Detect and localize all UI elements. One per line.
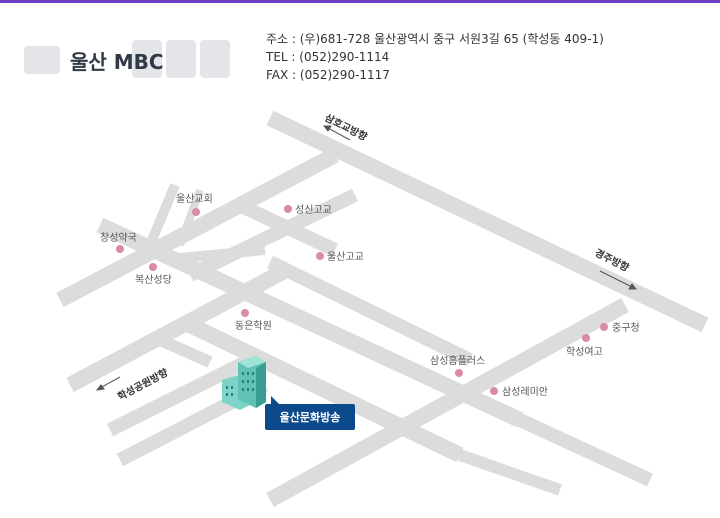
logo-text: 울산 MBC [70,50,164,74]
landmark-ulsan-church: 울산교회 [176,193,213,205]
top-accent-bar [0,0,720,3]
marker-icon [490,387,498,395]
building-icon [222,356,266,410]
road [266,255,474,367]
marker-icon [455,369,463,377]
marker-icon [582,334,590,342]
landmark-ulsan-hs: 울산고교 [327,251,364,263]
marker-icon [149,263,157,271]
destination-label: 울산문화방송 [265,396,355,430]
marker-icon [600,323,608,331]
road [458,449,562,496]
fax-text: FAX : (052)290-1117 [266,68,390,82]
arrow-icon [599,270,633,288]
landmark-boksan-church: 복산성당 [135,274,172,286]
landmark-sungshin-hs: 성신고교 [295,204,332,216]
arrow-head-icon [628,283,638,290]
landmark-samsung-homeplus: 삼성홈플러스 [430,354,485,367]
tel-text: TEL : (052)290-1114 [266,50,390,64]
address-text: 주소 : (우)681-728 울산광역시 중구 서원3길 65 (학성동 40… [266,32,604,46]
landmark-junggu-office: 중구청 [612,322,640,334]
road [176,188,204,247]
road [266,110,709,333]
road [157,334,213,368]
ulsan-mbc-logo: 울산 MBC [22,38,232,80]
arrow-head-icon [95,384,105,391]
landmark-changseong-pharmacy: 창성약국 [100,232,137,244]
arrow-icon [99,376,121,389]
road [96,217,524,428]
logo-watermark [24,40,230,78]
marker-icon [192,208,200,216]
arrow-head-icon [322,125,332,132]
road [517,413,653,487]
landmark-markers [116,205,608,395]
road [66,260,294,393]
landmark-hakseong-girls-hs: 학성여고 [566,346,603,358]
arrow-icon [327,127,351,141]
marker-icon [116,245,124,253]
road [145,183,180,247]
roads [56,110,709,508]
contact-info: 주소 : (우)681-728 울산광역시 중구 서원3길 65 (학성동 40… [266,30,604,84]
marker-icon [284,205,292,213]
road [186,317,464,463]
marker-icon [316,252,324,260]
road [56,147,339,308]
landmark-dongeun-academy: 동은학원 [235,320,272,332]
landmark-samsung-raemian: 삼성레미안 [502,386,548,398]
road [266,297,629,508]
road [106,348,264,437]
road [186,188,359,282]
direction-arrows [95,125,638,391]
marker-icon [241,309,249,317]
